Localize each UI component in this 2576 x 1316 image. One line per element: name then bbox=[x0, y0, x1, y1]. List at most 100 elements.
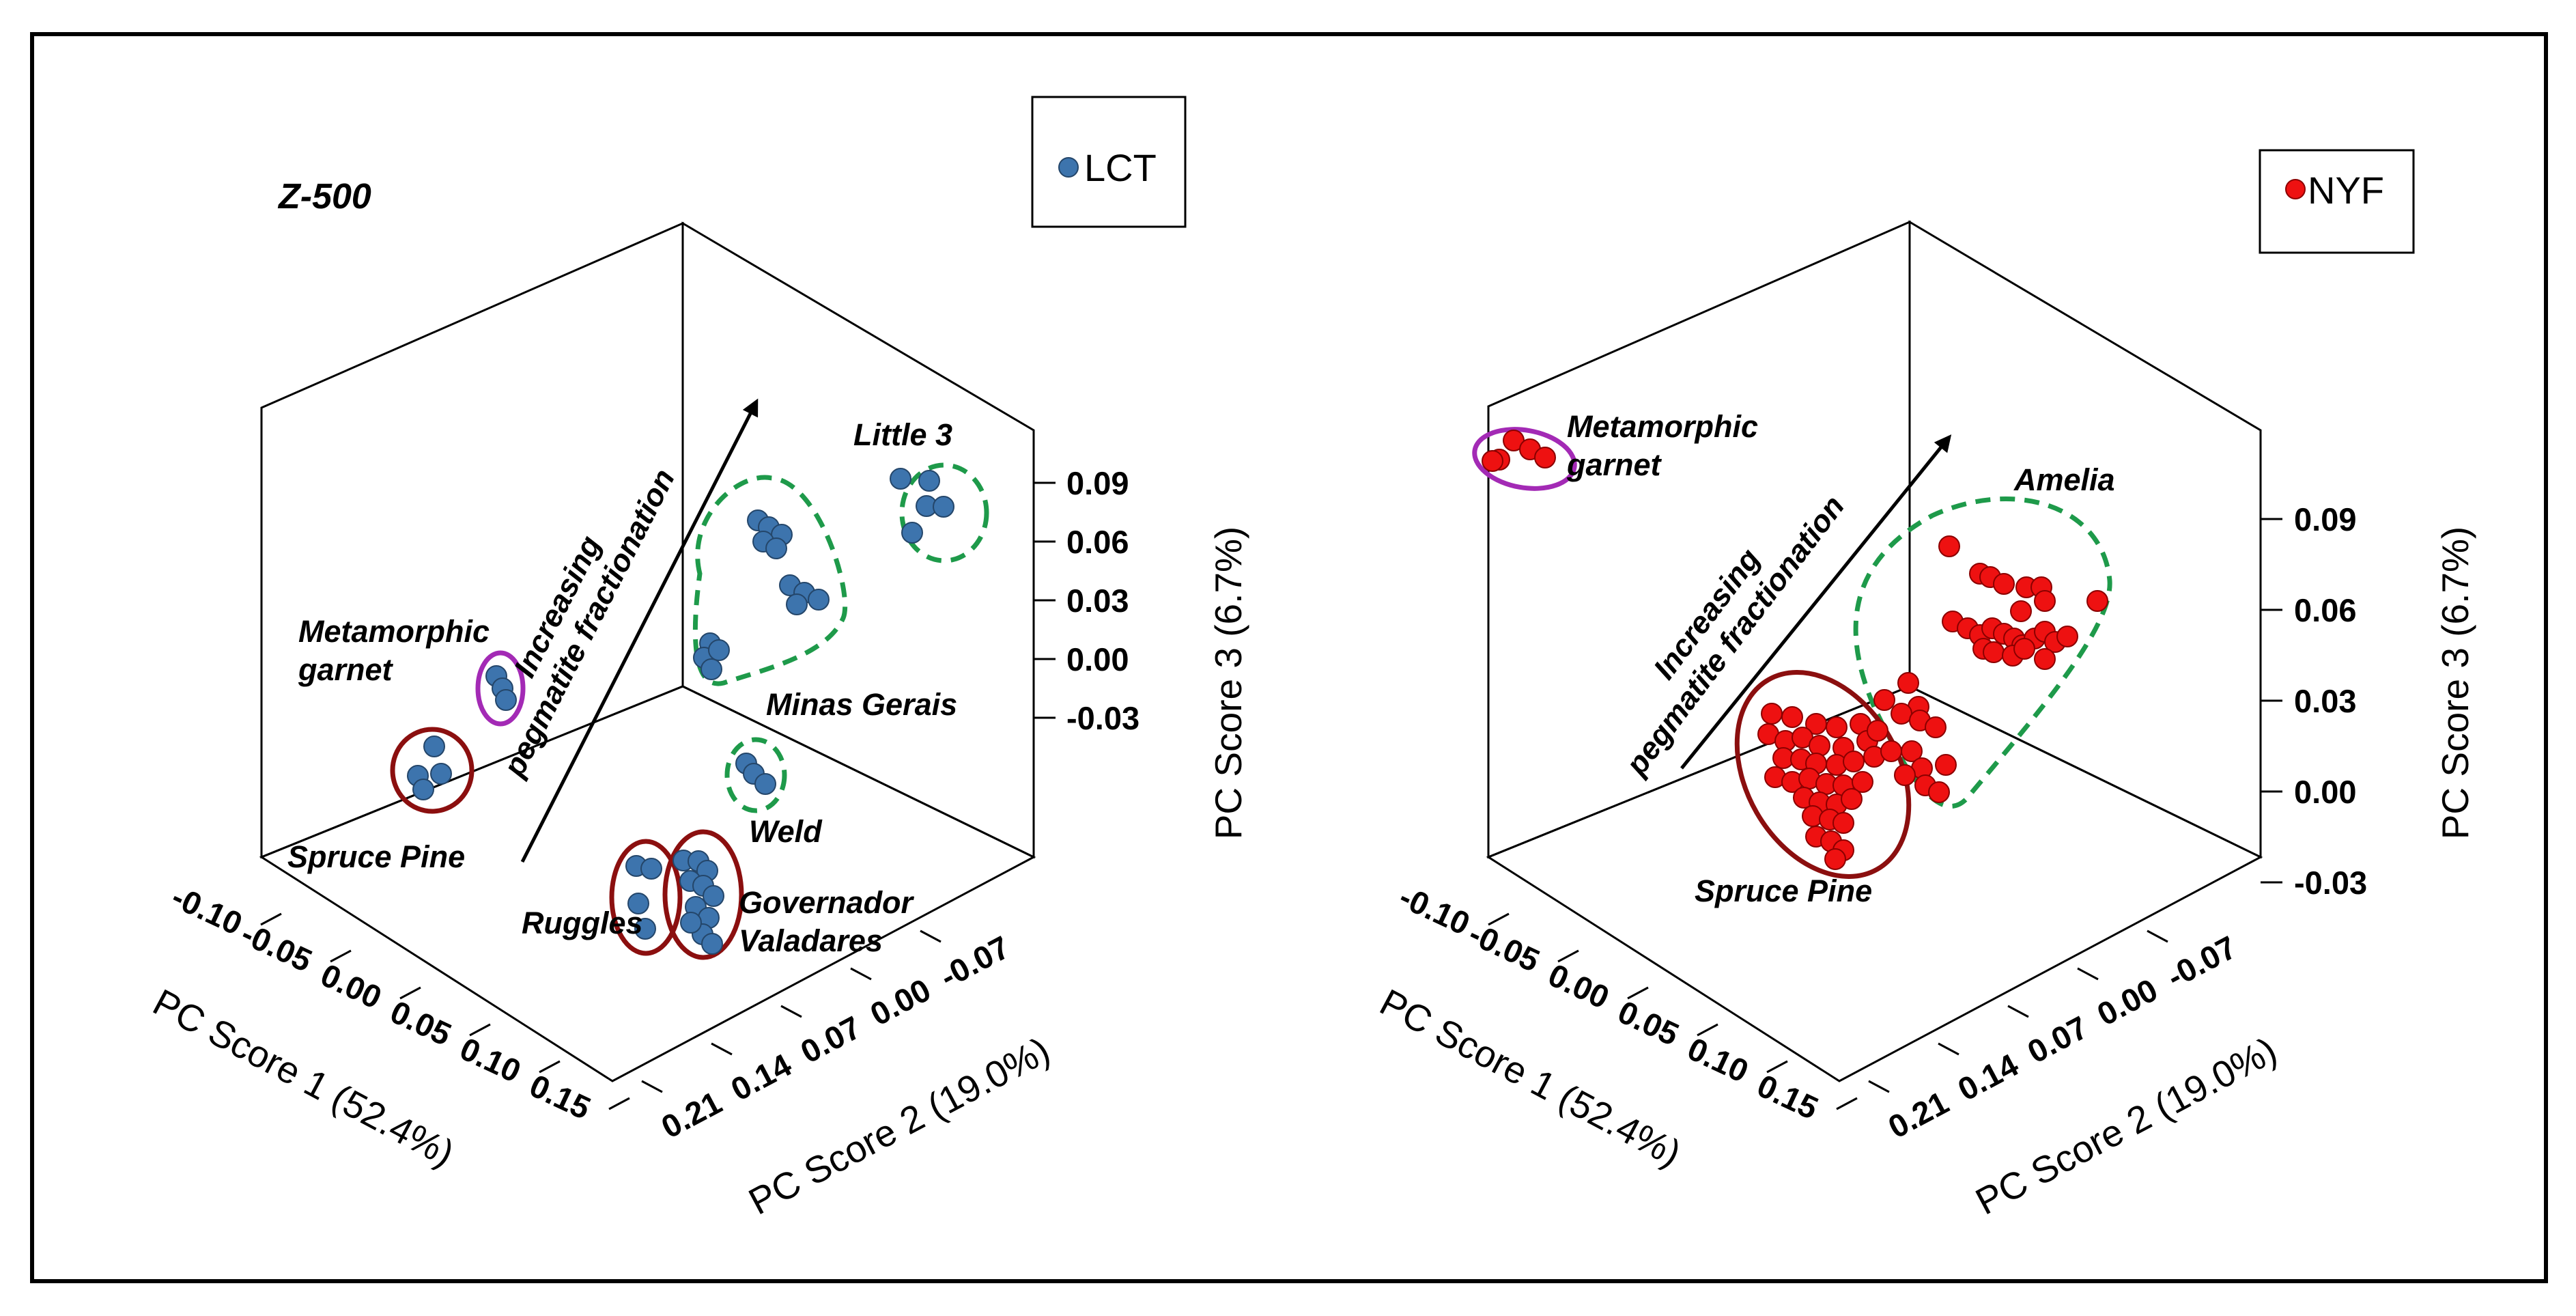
data-point bbox=[1761, 703, 1783, 725]
z-tick-label: -0.03 bbox=[1066, 700, 1140, 736]
data-point bbox=[1925, 716, 1947, 738]
data-point bbox=[430, 763, 452, 785]
z-axis-label: PC Score 3 (6.7%) bbox=[2434, 527, 2476, 840]
fractionation-arrow bbox=[520, 398, 759, 863]
data-point bbox=[1809, 735, 1830, 757]
x-tick-mark bbox=[1488, 912, 1510, 926]
data-point bbox=[703, 885, 724, 907]
group-label-amelia: Amelia bbox=[2013, 462, 2115, 497]
data-point bbox=[412, 779, 434, 800]
data-point bbox=[1843, 751, 1865, 772]
data-point bbox=[1832, 812, 1854, 834]
x-tick-mark bbox=[330, 949, 352, 963]
data-point bbox=[2056, 626, 2078, 647]
x-tick-mark bbox=[1836, 1097, 1858, 1110]
data-point bbox=[1781, 706, 1803, 728]
legend-marker bbox=[1058, 157, 1079, 178]
legend-box bbox=[2259, 149, 2415, 254]
box-side-wall bbox=[681, 221, 1035, 859]
group-outline bbox=[692, 475, 848, 686]
data-point bbox=[1993, 573, 2015, 595]
x-tick-mark bbox=[1557, 949, 1579, 963]
data-point bbox=[627, 893, 649, 914]
z-tick-label: 0.00 bbox=[1066, 641, 1129, 677]
data-point bbox=[2034, 590, 2056, 612]
legend-label: LCT bbox=[1084, 146, 1157, 189]
data-point bbox=[1894, 764, 1916, 786]
group-label-amelia-line: Amelia bbox=[2013, 462, 2115, 497]
group-label-weld-line: Weld bbox=[749, 814, 823, 849]
group-label-spruce-line: Spruce Pine bbox=[1695, 873, 1872, 908]
x-tick-mark bbox=[469, 1023, 491, 1037]
legend-box bbox=[1031, 96, 1187, 228]
z-tick-label: 0.03 bbox=[2294, 683, 2356, 719]
data-point bbox=[2010, 600, 2032, 622]
y-tick-mark bbox=[2147, 929, 2168, 943]
z-tick-label: 0.06 bbox=[2294, 592, 2356, 628]
group-label-minas: Minas Gerais bbox=[766, 687, 957, 722]
data-point bbox=[1938, 535, 1960, 557]
group-label-ruggles: Ruggles bbox=[522, 906, 643, 940]
group-label-weld: Weld bbox=[749, 814, 823, 849]
data-point bbox=[933, 496, 954, 518]
z-tick-label: 0.06 bbox=[1066, 524, 1129, 560]
group-outline bbox=[390, 727, 475, 814]
legend-marker bbox=[2285, 179, 2306, 199]
data-point bbox=[680, 912, 702, 934]
x-tick-mark bbox=[399, 986, 421, 1000]
group-label-meta-line: Metamorphic bbox=[298, 614, 490, 649]
data-point bbox=[1867, 720, 1888, 742]
data-point bbox=[1983, 641, 2005, 663]
data-point bbox=[1841, 788, 1863, 810]
y-tick-mark bbox=[850, 967, 872, 981]
y-tick-mark bbox=[780, 1005, 802, 1018]
group-label-spruce-line: Spruce Pine bbox=[287, 839, 465, 874]
z-tick-label: 0.09 bbox=[1066, 465, 1129, 501]
data-point bbox=[1824, 848, 1846, 870]
data-point bbox=[1852, 771, 1873, 793]
z-tick-label: -0.03 bbox=[2294, 865, 2367, 901]
x-tick-mark bbox=[260, 912, 282, 926]
z-tick-label: 0.00 bbox=[2294, 774, 2356, 810]
group-label-little3-line: Little 3 bbox=[853, 417, 952, 452]
z-tick-label: 0.09 bbox=[2294, 501, 2356, 537]
legend-label: NYF bbox=[2308, 169, 2384, 212]
group-outline bbox=[724, 737, 787, 813]
data-point bbox=[701, 933, 723, 955]
data-point bbox=[634, 918, 656, 940]
group-label-little3: Little 3 bbox=[853, 417, 952, 452]
data-point bbox=[1534, 447, 1556, 468]
z-tick-label: 0.03 bbox=[1066, 583, 1129, 619]
x-tick-mark bbox=[1627, 986, 1649, 1000]
data-point bbox=[423, 736, 445, 757]
group-label-gov-line: Governador bbox=[739, 885, 915, 920]
data-point bbox=[918, 470, 940, 492]
group-label-spruce: Spruce Pine bbox=[287, 839, 465, 874]
data-point bbox=[495, 689, 517, 711]
group-label-meta-line: garnet bbox=[1566, 447, 1662, 482]
group-outline bbox=[662, 829, 744, 960]
data-point bbox=[1482, 450, 1503, 472]
data-point bbox=[640, 858, 662, 880]
x-tick-mark bbox=[1697, 1023, 1718, 1037]
data-point bbox=[1873, 689, 1895, 711]
group-label-spruce: Spruce Pine bbox=[1695, 873, 1872, 908]
data-point bbox=[808, 589, 830, 611]
y-tick-mark bbox=[1868, 1080, 1890, 1093]
data-point bbox=[786, 593, 808, 615]
data-point bbox=[1891, 703, 1912, 725]
data-point bbox=[765, 537, 787, 559]
data-point bbox=[1928, 781, 1950, 803]
data-point bbox=[890, 468, 911, 490]
group-outline bbox=[609, 839, 683, 956]
group-label-gov-line: Valadares bbox=[739, 923, 883, 958]
y-tick-mark bbox=[2007, 1005, 2029, 1018]
data-point bbox=[2013, 638, 2035, 660]
y-tick-mark bbox=[920, 929, 942, 943]
data-point bbox=[2086, 590, 2108, 612]
data-point bbox=[901, 522, 923, 544]
group-label-meta-line: garnet bbox=[298, 652, 394, 687]
